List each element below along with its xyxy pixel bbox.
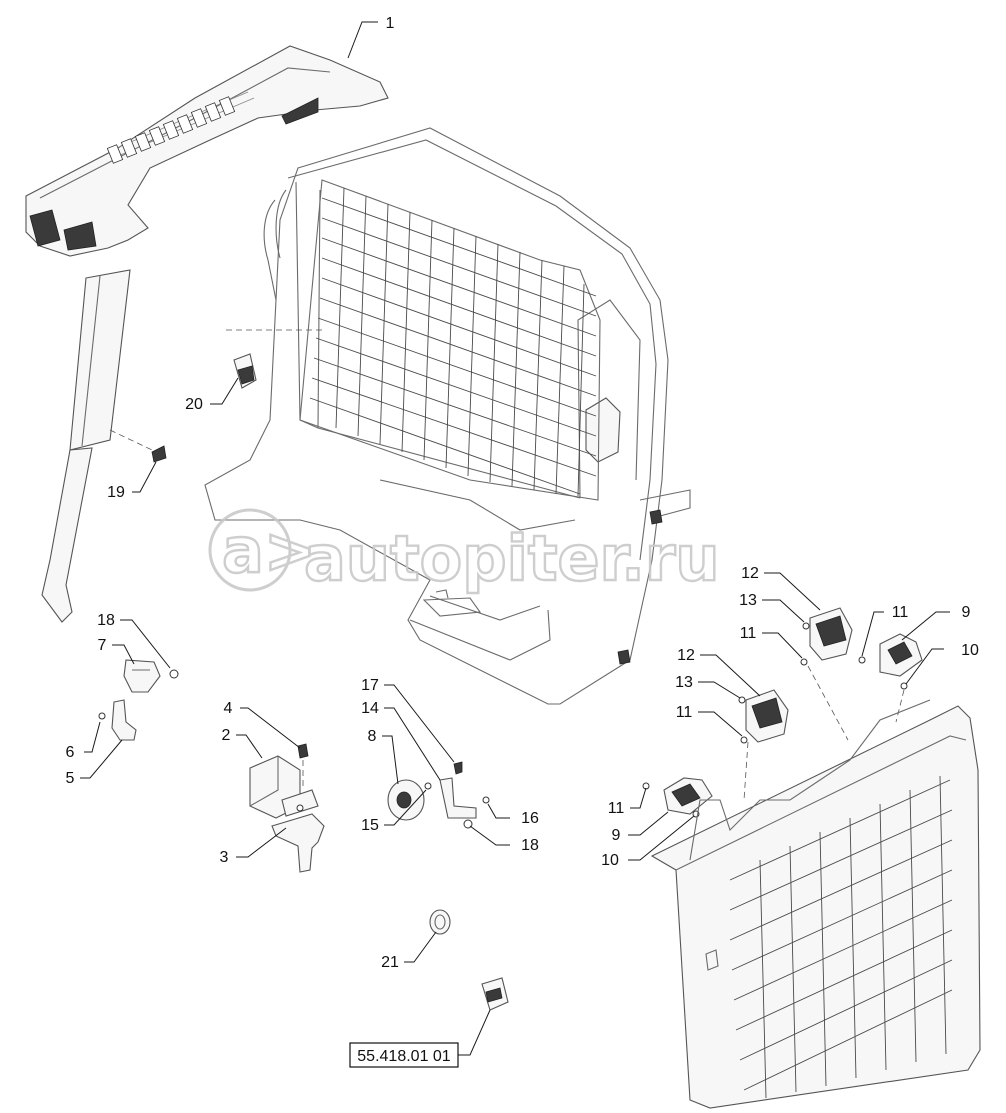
watermark: a> autopiter.ru [208,508,721,596]
callout-3: 3 [220,849,229,866]
clip-assembly [98,659,179,741]
callout-13b: 13 [675,674,693,691]
callout-1: 1 [386,15,395,32]
callout-20: 20 [185,396,203,413]
reference-box: 55.418.01 01 [349,1042,459,1068]
callout-18b: 18 [521,837,539,854]
reference-box-label: 55.418.01 01 [357,1048,451,1065]
cab-frame [204,127,691,705]
cab-rear-grille [299,179,601,501]
callout-16: 16 [521,810,539,827]
callout-6: 6 [66,744,75,761]
callout-9b: 9 [612,827,621,844]
bracket-assembly [249,743,325,873]
watermark-logo-circle [208,508,292,592]
callout-21: 21 [381,954,399,971]
top-cover-panel [25,45,389,257]
callout-10a: 10 [961,642,979,659]
callout-labels: 1 2 3 4 5 6 7 8 9 9 10 10 11 11 11 11 12… [66,15,979,971]
callout-10b: 10 [601,852,619,869]
side-post [41,269,167,623]
leader-lines [80,21,950,1056]
callout-4: 4 [224,700,233,717]
callout-13a: 13 [739,592,757,609]
callout-9a: 9 [962,604,971,621]
front-grille-door [650,699,981,1109]
switch-part [226,329,322,389]
callout-11b: 11 [740,625,757,642]
callout-15: 15 [361,817,379,834]
callout-5: 5 [66,770,75,787]
callout-11c: 11 [676,704,693,721]
horn-group [387,761,490,829]
callout-19: 19 [107,484,125,501]
callout-2: 2 [222,727,231,744]
reference-box-frame [349,1042,459,1068]
callout-8: 8 [368,728,377,745]
watermark-logo: a> [222,514,316,587]
callout-7: 7 [98,637,107,654]
callout-11a: 11 [892,604,909,621]
work-lamps-upper [800,607,923,690]
callout-18a: 18 [97,612,115,629]
callout-12b: 12 [677,647,695,664]
work-lamps-lower [642,665,905,818]
grommet-part [429,909,451,935]
connector-part [481,977,509,1011]
callout-12a: 12 [741,565,759,582]
callout-17: 17 [361,677,379,694]
watermark-text: autopiter.ru [304,522,720,595]
callout-11d: 11 [608,800,625,817]
callout-14: 14 [361,700,379,717]
